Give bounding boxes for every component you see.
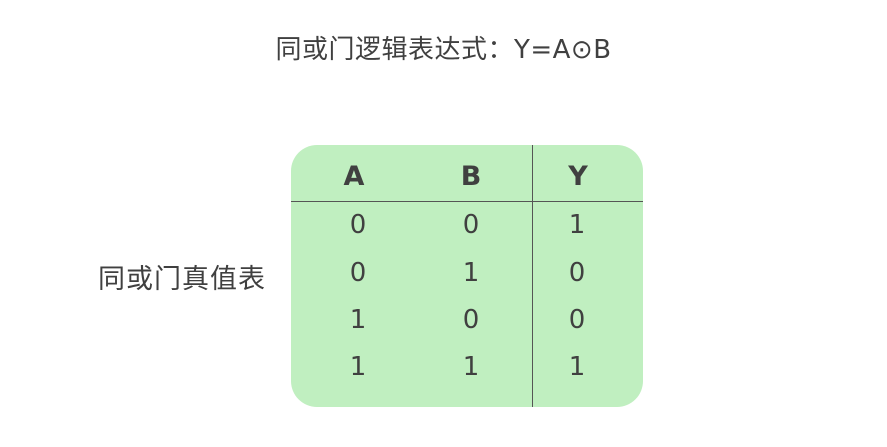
table-cell: 1 [568, 352, 586, 382]
table-cell: 1 [349, 305, 367, 335]
header-cell-b: B [460, 161, 482, 192]
table-cell: 1 [568, 210, 586, 240]
table-cell: 1 [462, 352, 480, 382]
table-cell: 1 [462, 258, 480, 288]
table-cell: 0 [462, 210, 480, 240]
table-cell: 0 [349, 258, 367, 288]
table-cell: 0 [568, 258, 586, 288]
table-cell: 0 [462, 305, 480, 335]
header-cell-y: Y [568, 161, 588, 192]
output-column-divider [532, 145, 533, 407]
header-cell-a: A [343, 161, 365, 192]
truth-table-label: 同或门真值表 [98, 264, 266, 295]
header-divider [291, 201, 643, 202]
table-cell: 0 [568, 305, 586, 335]
truth-table: A B Y 0 0 1 0 1 0 1 0 0 1 1 1 [291, 145, 643, 407]
expression-title: 同或门逻辑表达式：Y=A⊙B [275, 35, 612, 65]
table-cell: 1 [349, 352, 367, 382]
table-cell: 0 [349, 210, 367, 240]
